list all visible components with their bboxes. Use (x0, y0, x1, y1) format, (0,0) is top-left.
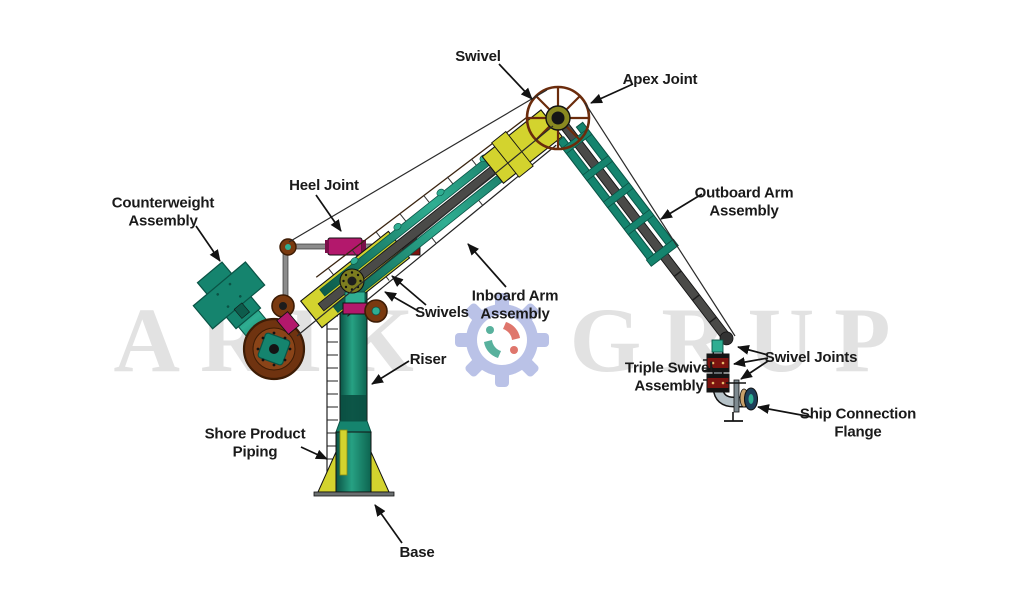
label-heel-joint: Heel Joint (289, 177, 359, 195)
shore-product-pipe (339, 429, 348, 476)
counterweight-link (271, 251, 300, 336)
leader-triple-swivel (703, 367, 714, 372)
riser-column (313, 282, 395, 497)
arrow-counterweight (195, 225, 221, 262)
label-base: Base (399, 544, 435, 562)
arrow-shore-piping (300, 446, 328, 460)
apex-joint-wheel (525, 85, 591, 151)
base-gussets (317, 451, 390, 493)
swivel-joint-band-2 (706, 373, 730, 393)
arrow-riser (371, 360, 410, 385)
arrow-swivel-joint-3 (740, 360, 769, 380)
triple-swivel-assembly (703, 339, 759, 422)
heel-joint (339, 268, 388, 323)
arrow-swivel-joint-2 (733, 357, 769, 368)
callout-arrows (195, 63, 813, 544)
ship-connection-flange (724, 379, 759, 422)
arrow-inboard-arm (467, 243, 507, 288)
label-inboard-arm: Inboard Arm Assembly (471, 287, 559, 322)
outboard-arm (556, 121, 734, 346)
label-swivel: Swivel (455, 48, 501, 66)
label-counterweight: Counterweight Assembly (111, 194, 215, 229)
arrow-heel-joint (315, 194, 342, 232)
arrow-swivels-upper (391, 275, 427, 306)
riser-swivel-band (342, 302, 368, 315)
label-outboard-arm: Outboard Arm Assembly (694, 184, 794, 219)
label-ship-flange: Ship Connection Flange (799, 405, 917, 440)
arrow-apex-joint (590, 83, 634, 104)
arrow-swivel-joint-1 (737, 345, 769, 356)
label-triple-swivel: Triple Swivel Assembly (624, 359, 714, 394)
label-swivels: Swivels (415, 304, 469, 322)
arrow-ship-flange (757, 404, 813, 418)
balance-rod (279, 237, 421, 256)
label-swivel-joints: Swivel Joints (764, 349, 858, 367)
arrow-outboard-arm (660, 193, 703, 220)
label-shore-piping: Shore Product Piping (204, 425, 306, 460)
label-riser: Riser (409, 351, 447, 369)
arrow-swivel (498, 63, 533, 100)
label-apex-joint: Apex Joint (622, 71, 698, 89)
arrow-base (374, 504, 403, 544)
arrow-swivels-lower (384, 291, 421, 313)
base-plate (313, 491, 395, 497)
